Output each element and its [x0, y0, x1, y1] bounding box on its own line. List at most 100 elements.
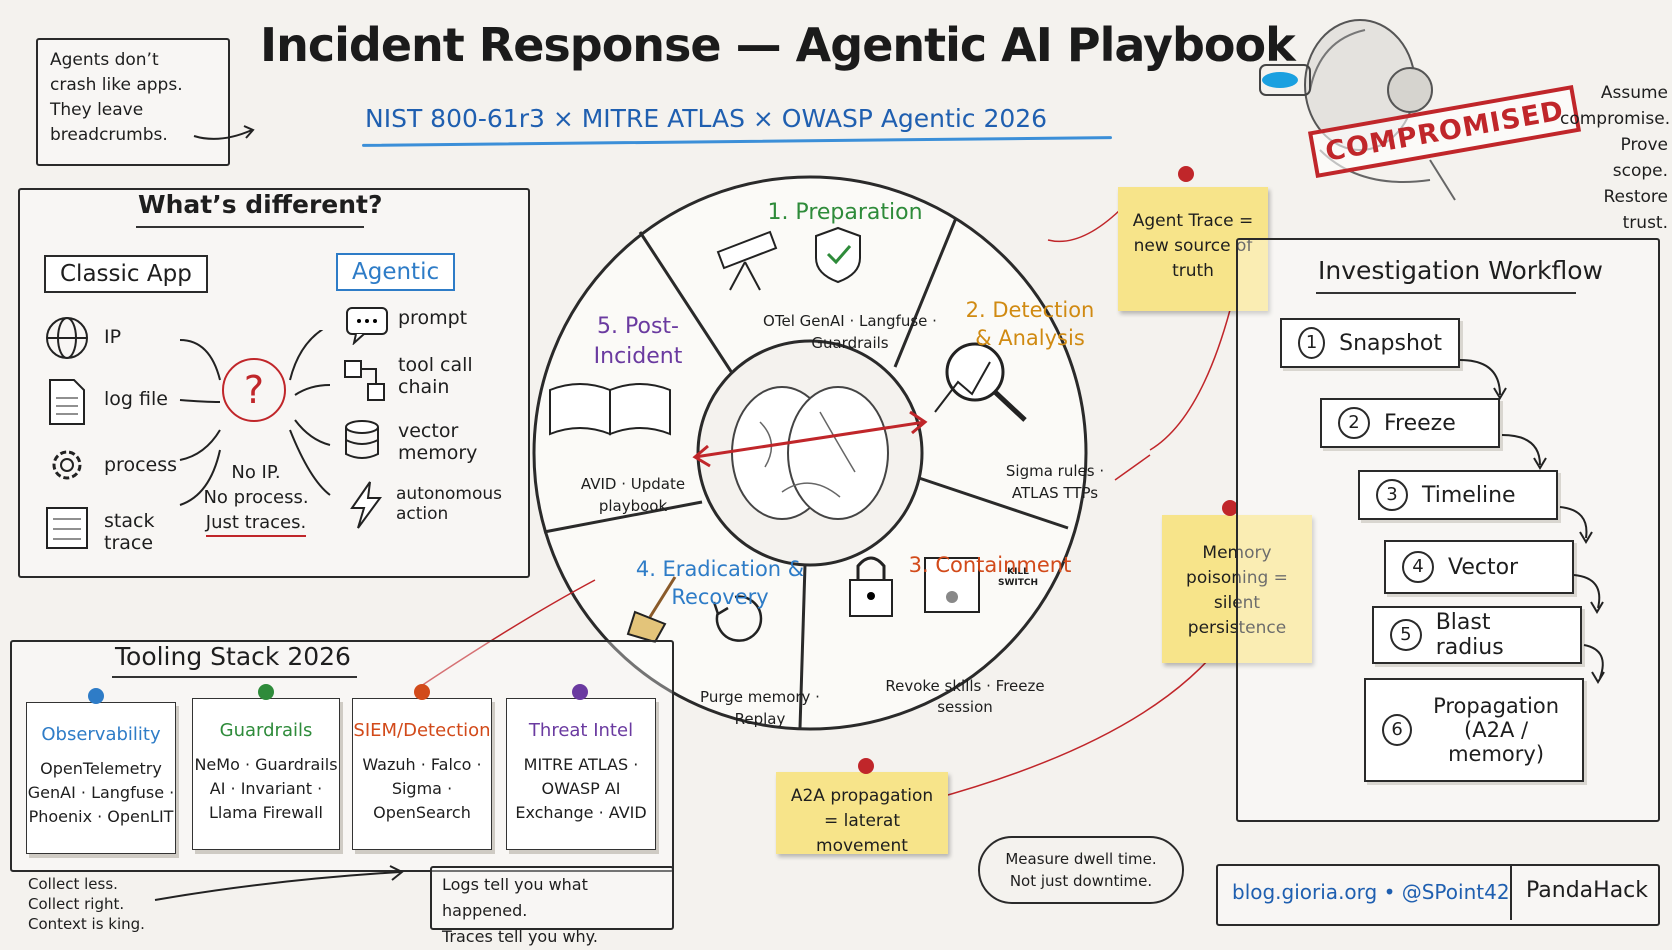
book-icon	[549, 383, 671, 436]
subtitle-underline	[362, 136, 1112, 147]
classic-item-stack-trace: stack trace	[104, 510, 155, 554]
pin-icon	[88, 688, 104, 704]
note-line: Agents don’t	[50, 50, 159, 70]
note-line: Logs tell you what happened.	[442, 875, 588, 920]
classic-app-label: Classic App	[44, 255, 208, 293]
tooling-title: Tooling Stack 2026	[115, 642, 351, 671]
agentic-item-vector-memory: vector memory	[398, 420, 478, 464]
card-title: Observability	[41, 724, 161, 745]
note-line: Context is king.	[28, 915, 145, 933]
document-icon	[49, 379, 85, 425]
replay-icon	[712, 595, 763, 642]
question-mark-icon: ?	[222, 358, 286, 422]
note-line: Restore trust.	[1603, 187, 1668, 233]
database-icon	[345, 420, 379, 459]
pin-icon	[1178, 166, 1194, 182]
note-line: Collect right.	[28, 895, 125, 913]
note-collect-less: Collect less. Collect right. Context is …	[28, 874, 145, 934]
question-flow-arrows	[179, 330, 331, 506]
note-assume-compromise: Assume compromise. Prove scope. Restore …	[1560, 80, 1671, 236]
step-label: Propagation (A2A / memory)	[1433, 694, 1560, 766]
phase-containment-title: 3. Containment	[908, 553, 1072, 577]
tool-card-threat-intel: Threat Intel MITRE ATLAS · OWASP AI Exch…	[506, 698, 656, 850]
phase-post-incident-detail: AVID · Update playbook	[580, 475, 686, 515]
pin-icon	[1222, 500, 1238, 516]
blog-link[interactable]: blog.gioria.org • @SPoint42	[1232, 880, 1510, 904]
phase-eradication-detail: Purge memory · Replay	[700, 688, 820, 728]
telescope-icon	[716, 230, 778, 291]
broom-icon	[626, 576, 677, 644]
workflow-title: Investigation Workflow	[1318, 256, 1603, 285]
note-line: Traces tell you why.	[442, 927, 598, 946]
note-line: Not just downtime.	[1009, 872, 1153, 890]
chat-bubble-icon	[346, 307, 388, 345]
card-body: MITRE ATLAS · OWASP AI Exchange · AVID	[515, 755, 647, 822]
gear-icon	[52, 450, 82, 480]
kill-switch-label: KILL SWITCH	[997, 567, 1039, 588]
card-body: NeMo · Guardrails AI · Invariant · Llama…	[194, 755, 338, 822]
step-label: Timeline	[1422, 482, 1516, 508]
title-underline	[1316, 292, 1576, 294]
phase-preparation-detail: OTel GenAI · Langfuse · Guardrails	[763, 312, 937, 352]
arrow-icon	[193, 125, 255, 140]
shield-icon	[815, 226, 861, 284]
globe-icon	[46, 317, 88, 359]
card-body: Wazuh · Falco · Sigma · OpenSearch	[362, 755, 482, 822]
lightning-icon	[350, 481, 382, 529]
no-ip-text: No IP. No process. Just traces.	[196, 460, 316, 537]
phase-preparation-title: 1. Preparation	[767, 200, 923, 225]
tool-card-siem: SIEM/Detection Wazuh · Falco · Sigma · O…	[352, 698, 492, 850]
note-line: Measure dwell time.	[1005, 850, 1157, 868]
card-title: SIEM/Detection	[353, 720, 491, 741]
page-title: Incident Response — Agentic AI Playbook	[260, 18, 1296, 72]
pin-icon	[858, 758, 874, 774]
pin-icon	[414, 684, 430, 700]
divider	[1510, 866, 1512, 920]
phase-detection-title: 2. Detection & Analysis	[965, 298, 1095, 350]
agentic-item-autonomous-action: autonomous action	[396, 484, 503, 524]
pin-icon	[258, 684, 274, 700]
title-underline	[136, 226, 364, 228]
note-line: breadcrumbs.	[50, 125, 168, 145]
magnifier-chart-icon	[934, 342, 1027, 422]
step-label: Vector	[1448, 554, 1519, 580]
tool-card-guardrails: Guardrails NeMo · Guardrails AI · Invari…	[192, 698, 340, 850]
workflow-arrows	[1459, 359, 1605, 684]
note-breadcrumbs: Agents don’t crash like apps. They leave…	[36, 38, 230, 166]
phase-eradication-title: 4. Eradication & Recovery	[635, 557, 805, 609]
classic-item-ip: IP	[104, 326, 122, 348]
sticky-agent-trace: Agent Trace = new source of truth	[1118, 187, 1268, 311]
kill-switch-icon	[924, 557, 980, 613]
credits-box	[1216, 864, 1660, 926]
phase-containment-detail: Revoke skills · Freeze session	[885, 677, 1045, 716]
card-title: Guardrails	[219, 720, 313, 741]
arrow-icon	[154, 865, 404, 901]
center-line: No IP.	[231, 462, 281, 483]
note-line: They leave	[50, 100, 144, 120]
note-line: compromise.	[1560, 109, 1671, 129]
step-label: Blast radius	[1435, 610, 1504, 660]
card-body: OpenTelemetry GenAI · Langfuse · Phoenix…	[27, 759, 175, 826]
tool-chain-icon	[344, 360, 385, 401]
ir-lifecycle-wheel	[532, 175, 1088, 731]
whats-different-title: What’s different?	[138, 190, 383, 219]
step-label: Freeze	[1384, 410, 1456, 436]
phase-post-incident-title: 5. Post-Incident	[593, 314, 683, 369]
brand-pandahack: PandaHack	[1526, 878, 1649, 903]
note-line: Assume	[1600, 83, 1668, 103]
agentic-item-tool-call: tool call chain	[398, 354, 473, 398]
lock-icon	[849, 556, 893, 617]
phase-detection-detail: Sigma rules · ATLAS TTPs	[1005, 462, 1105, 502]
center-line: Just traces.	[205, 510, 307, 537]
brain-icon	[731, 386, 889, 520]
classic-item-log-file: log file	[104, 388, 168, 410]
agentic-label: Agentic	[336, 253, 456, 291]
pin-icon	[572, 684, 588, 700]
sticky-a2a-propagation: A2A propagation = laterat movement	[776, 772, 948, 856]
note-line: Prove scope.	[1612, 135, 1668, 181]
